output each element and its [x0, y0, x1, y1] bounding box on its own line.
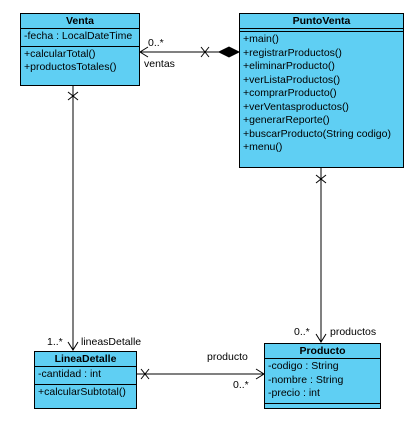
methods-section — [265, 404, 380, 407]
association-lineadetalle-producto — [137, 368, 265, 380]
methods-section: +main() +registrarProductos() +eliminarP… — [240, 32, 403, 157]
method: +generarReporte() — [243, 114, 330, 126]
class-name: Producto — [265, 344, 380, 359]
attributes-section — [240, 29, 403, 32]
method: +calcularTotal() — [24, 47, 96, 60]
attribute: -precio : int — [268, 387, 320, 399]
productos-role: productos — [330, 326, 377, 338]
class-name: Venta — [21, 14, 139, 29]
ventas-role: ventas — [144, 58, 175, 70]
method: +verVentasproductos() — [243, 100, 349, 113]
attributes-section: -cantidad : int — [35, 367, 136, 385]
class-producto[interactable]: Producto -codigo : String -nombre : Stri… — [264, 343, 381, 409]
class-venta[interactable]: Venta -fecha : LocalDateTime +calcularTo… — [20, 13, 140, 86]
method: +eliminarProducto() — [243, 60, 335, 72]
class-name: PuntoVenta — [240, 14, 403, 29]
lineas-role: lineasDetalle — [81, 336, 142, 348]
association-venta-lineadetalle — [67, 86, 79, 351]
attribute: -codigo : String — [268, 360, 339, 372]
class-name: LineaDetalle — [35, 352, 136, 367]
association-puntoventa-producto — [315, 168, 327, 343]
lineas-multiplicity: 1..* — [47, 336, 63, 348]
methods-section: +calcularTotal() +productosTotales() — [21, 47, 139, 77]
class-lineadetalle[interactable]: LineaDetalle -cantidad : int +calcularSu… — [34, 351, 137, 409]
producto-multiplicity: 0..* — [233, 379, 249, 391]
class-puntoventa[interactable]: PuntoVenta +main() +registrarProductos()… — [239, 13, 404, 168]
methods-section: +calcularSubtotal() — [35, 385, 136, 402]
method: +verListaProductos() — [243, 73, 341, 86]
attribute: -fecha : LocalDateTime — [24, 30, 133, 42]
method: +buscarProducto(String codigo) — [243, 127, 391, 140]
attribute: -cantidad : int — [38, 368, 102, 380]
method: +registrarProductos() — [243, 46, 342, 59]
ventas-multiplicity: 0..* — [148, 37, 164, 49]
attributes-section: -codigo : String -nombre : String -preci… — [265, 359, 380, 404]
method: +productosTotales() — [24, 61, 117, 73]
method: +comprarProducto() — [243, 87, 337, 99]
attributes-section: -fecha : LocalDateTime — [21, 29, 139, 47]
productos-multiplicity: 0..* — [294, 326, 310, 338]
method: +menu() — [243, 141, 283, 153]
attribute: -nombre : String — [268, 373, 344, 386]
method: +main() — [243, 33, 279, 45]
producto-role: producto — [207, 351, 248, 363]
method: +calcularSubtotal() — [38, 385, 126, 398]
